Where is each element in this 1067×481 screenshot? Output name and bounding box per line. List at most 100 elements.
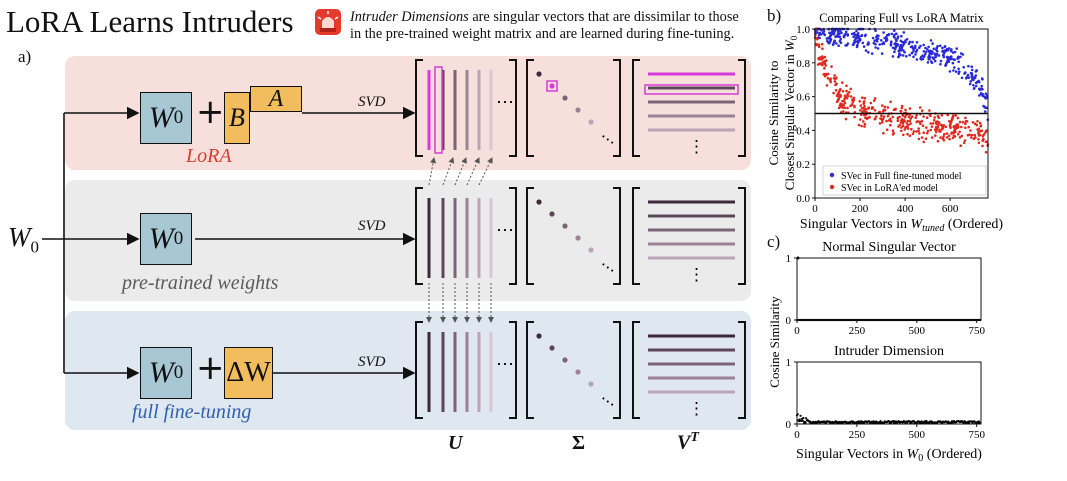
full-finetuned-point <box>934 53 937 57</box>
lora-point <box>843 97 846 100</box>
lora-point <box>881 118 884 122</box>
lora-point <box>879 117 882 120</box>
full-finetuned-point <box>948 70 952 73</box>
lora-point <box>908 119 912 123</box>
chart-c-normal-frame <box>796 257 982 321</box>
full-finetuned-point <box>962 65 965 69</box>
lora-point <box>862 100 866 103</box>
full-finetuned-point <box>876 47 880 50</box>
lora-point <box>928 109 931 112</box>
lora-point <box>837 106 841 110</box>
panel-a-label: a) <box>18 47 32 66</box>
lora-point <box>914 116 918 119</box>
pretrained-u-bracket-left <box>415 187 423 285</box>
chart-c-intruder-title: Intruder Dimension <box>834 344 944 359</box>
chart-b-ylabel-line1: Cosine Similarity to <box>766 61 781 166</box>
lora-point <box>929 122 932 125</box>
chart-c-normal-title: Normal Singular Vector <box>822 240 956 255</box>
full-finetuned-point <box>860 34 864 37</box>
full-caption: full fine-tuning <box>132 401 252 423</box>
lora-point <box>948 137 951 141</box>
full-finetuned-point <box>939 62 942 66</box>
lora-point <box>900 104 904 108</box>
full-finetuned-point <box>960 76 964 80</box>
lora-point <box>926 131 929 135</box>
full-finetuned-point <box>820 33 823 36</box>
lora-point <box>846 92 849 96</box>
full-finetuned-point <box>957 67 960 71</box>
lora-point <box>972 137 976 140</box>
w0-input-label: W0 <box>8 222 39 257</box>
full-finetuned-point <box>981 88 984 91</box>
pretrained-sigma-value <box>536 199 542 205</box>
lora-point <box>859 104 863 107</box>
full-finetuned-point <box>873 39 876 42</box>
full-finetuned-point <box>833 29 837 32</box>
full-u-bracket-right <box>509 321 517 419</box>
full-finetuned-point <box>856 39 859 43</box>
full-finetuned-point <box>943 45 947 48</box>
full-finetuned-point <box>932 57 936 61</box>
lora-intruder-row-highlight <box>644 84 739 95</box>
lora-point <box>889 117 892 121</box>
lora-point <box>953 135 957 138</box>
lora-point <box>960 134 964 138</box>
full-finetuned-point <box>952 58 956 61</box>
full-sigma-value <box>536 333 542 339</box>
lora-point <box>900 129 903 133</box>
lora-sigma-bracket-left <box>526 59 534 157</box>
lora-point <box>886 114 890 118</box>
full-vt-bracket-right <box>738 321 746 419</box>
full-finetuned-point <box>852 35 855 39</box>
full-finetuned-point <box>898 47 902 50</box>
full-finetuned-point <box>919 44 922 48</box>
full-finetuned-point <box>843 33 847 37</box>
lora-point <box>935 122 938 126</box>
lora-point <box>945 136 949 139</box>
lora-plus-sign: + <box>196 92 225 132</box>
lora-point <box>907 123 910 127</box>
lora-point <box>874 115 878 118</box>
lora-point <box>938 130 941 133</box>
lora-point <box>963 139 967 142</box>
lora-u-bracket-left <box>415 59 423 157</box>
full-finetuned-point <box>894 46 897 49</box>
full-finetuned-point <box>871 36 875 40</box>
lora-u-bracket-right <box>509 59 517 157</box>
lora-point <box>921 124 925 127</box>
lora-point <box>918 106 922 109</box>
lora-point <box>834 89 838 92</box>
full-finetuned-point <box>889 43 893 47</box>
pretrained-caption: pre-trained weights <box>122 272 279 294</box>
lora-point <box>900 126 903 129</box>
lora-point <box>948 120 951 123</box>
lora-point <box>841 99 844 103</box>
full-finetuned-point <box>901 40 904 44</box>
lora-point <box>922 131 925 134</box>
full-finetuned-point <box>893 36 896 39</box>
full-finetuned-point <box>891 55 895 58</box>
lora-point <box>821 47 824 50</box>
full-finetuned-point <box>937 54 941 57</box>
lora-point <box>940 127 944 131</box>
lora-point <box>947 134 951 138</box>
lora-point <box>944 125 948 129</box>
description-text: are singular vectors that are dissimilar… <box>350 9 739 42</box>
lora-point <box>958 120 962 124</box>
full-finetuned-point <box>951 61 955 65</box>
lora-point <box>953 129 957 132</box>
lora-point <box>970 133 974 137</box>
lora-point <box>956 116 960 120</box>
lora-point <box>937 121 941 125</box>
full-finetuned-point <box>975 80 979 84</box>
full-finetuned-point <box>838 35 842 39</box>
pretrained-sigma-value <box>549 211 555 217</box>
full-finetuned-point <box>942 55 946 59</box>
full-finetuned-point <box>893 50 896 54</box>
lora-point <box>906 132 909 136</box>
full-vt-bracket-left <box>632 321 640 419</box>
lora-point <box>868 115 871 119</box>
chart-b-ytick-label: 0.0 <box>796 193 810 205</box>
